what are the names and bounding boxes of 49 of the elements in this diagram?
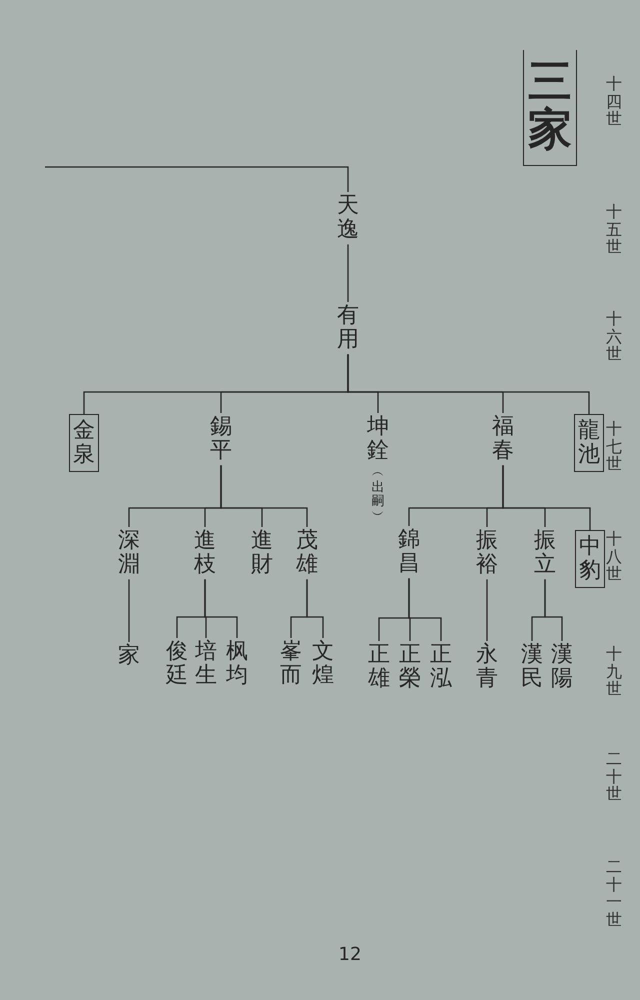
name-label: 振立	[534, 527, 556, 580]
name-label: 培生	[195, 638, 217, 690]
name-label: 峯而	[280, 638, 302, 690]
lineage-line	[408, 578, 442, 641]
framed-name: 龍池	[574, 414, 604, 472]
lineage-line	[544, 579, 563, 641]
lineage-line	[45, 166, 349, 192]
name-label: 茂雄	[296, 527, 318, 580]
lineage-line	[486, 579, 488, 641]
name-label: 枫均	[226, 638, 248, 690]
bracketed-note: ︵出嗣︶	[372, 465, 384, 525]
name-label: 福春	[492, 413, 514, 466]
name-label: 振裕	[476, 527, 498, 580]
generation-label: 十八世	[606, 530, 622, 583]
name-label: 坤銓	[367, 413, 389, 466]
lineage-line	[347, 354, 590, 414]
generation-label: 十九世	[606, 645, 622, 698]
name-label: 有用	[337, 302, 359, 354]
lineage-line	[220, 465, 308, 527]
lineage-line	[128, 579, 130, 642]
name-label: 進財	[251, 527, 273, 580]
name-label: 漢民	[521, 641, 543, 694]
lineage-line	[306, 579, 324, 638]
name-label: 進枝	[194, 527, 216, 580]
name-label: 錫平	[210, 413, 232, 466]
name-label: 漢陽	[551, 641, 573, 694]
generation-label: 十七世	[606, 420, 622, 473]
lineage-line	[204, 579, 238, 638]
name-label: 永青	[476, 641, 498, 694]
name-label: 天逸	[337, 192, 359, 244]
name-label: 正雄	[368, 641, 390, 694]
family-title: 三家	[523, 50, 577, 166]
generation-label: 十六世	[606, 310, 622, 363]
framed-name: 金泉	[69, 414, 99, 472]
framed-name: 中豹	[575, 530, 605, 588]
name-label: 家	[118, 642, 140, 670]
generation-label: 十四世	[606, 75, 622, 128]
name-label: 錦昌	[398, 526, 420, 578]
name-label: 俊廷	[166, 638, 188, 690]
generation-label: 二十一世	[606, 858, 622, 928]
page-number: 12	[338, 944, 362, 965]
lineage-line	[502, 465, 591, 530]
name-label: 正榮	[399, 641, 421, 694]
name-label: 深淵	[118, 527, 140, 580]
lineage-line	[347, 244, 349, 302]
generation-label: 十五世	[606, 203, 622, 256]
generation-label: 二十世	[606, 750, 622, 803]
name-label: 文煌	[312, 638, 334, 690]
name-label: 正泓	[430, 641, 452, 694]
